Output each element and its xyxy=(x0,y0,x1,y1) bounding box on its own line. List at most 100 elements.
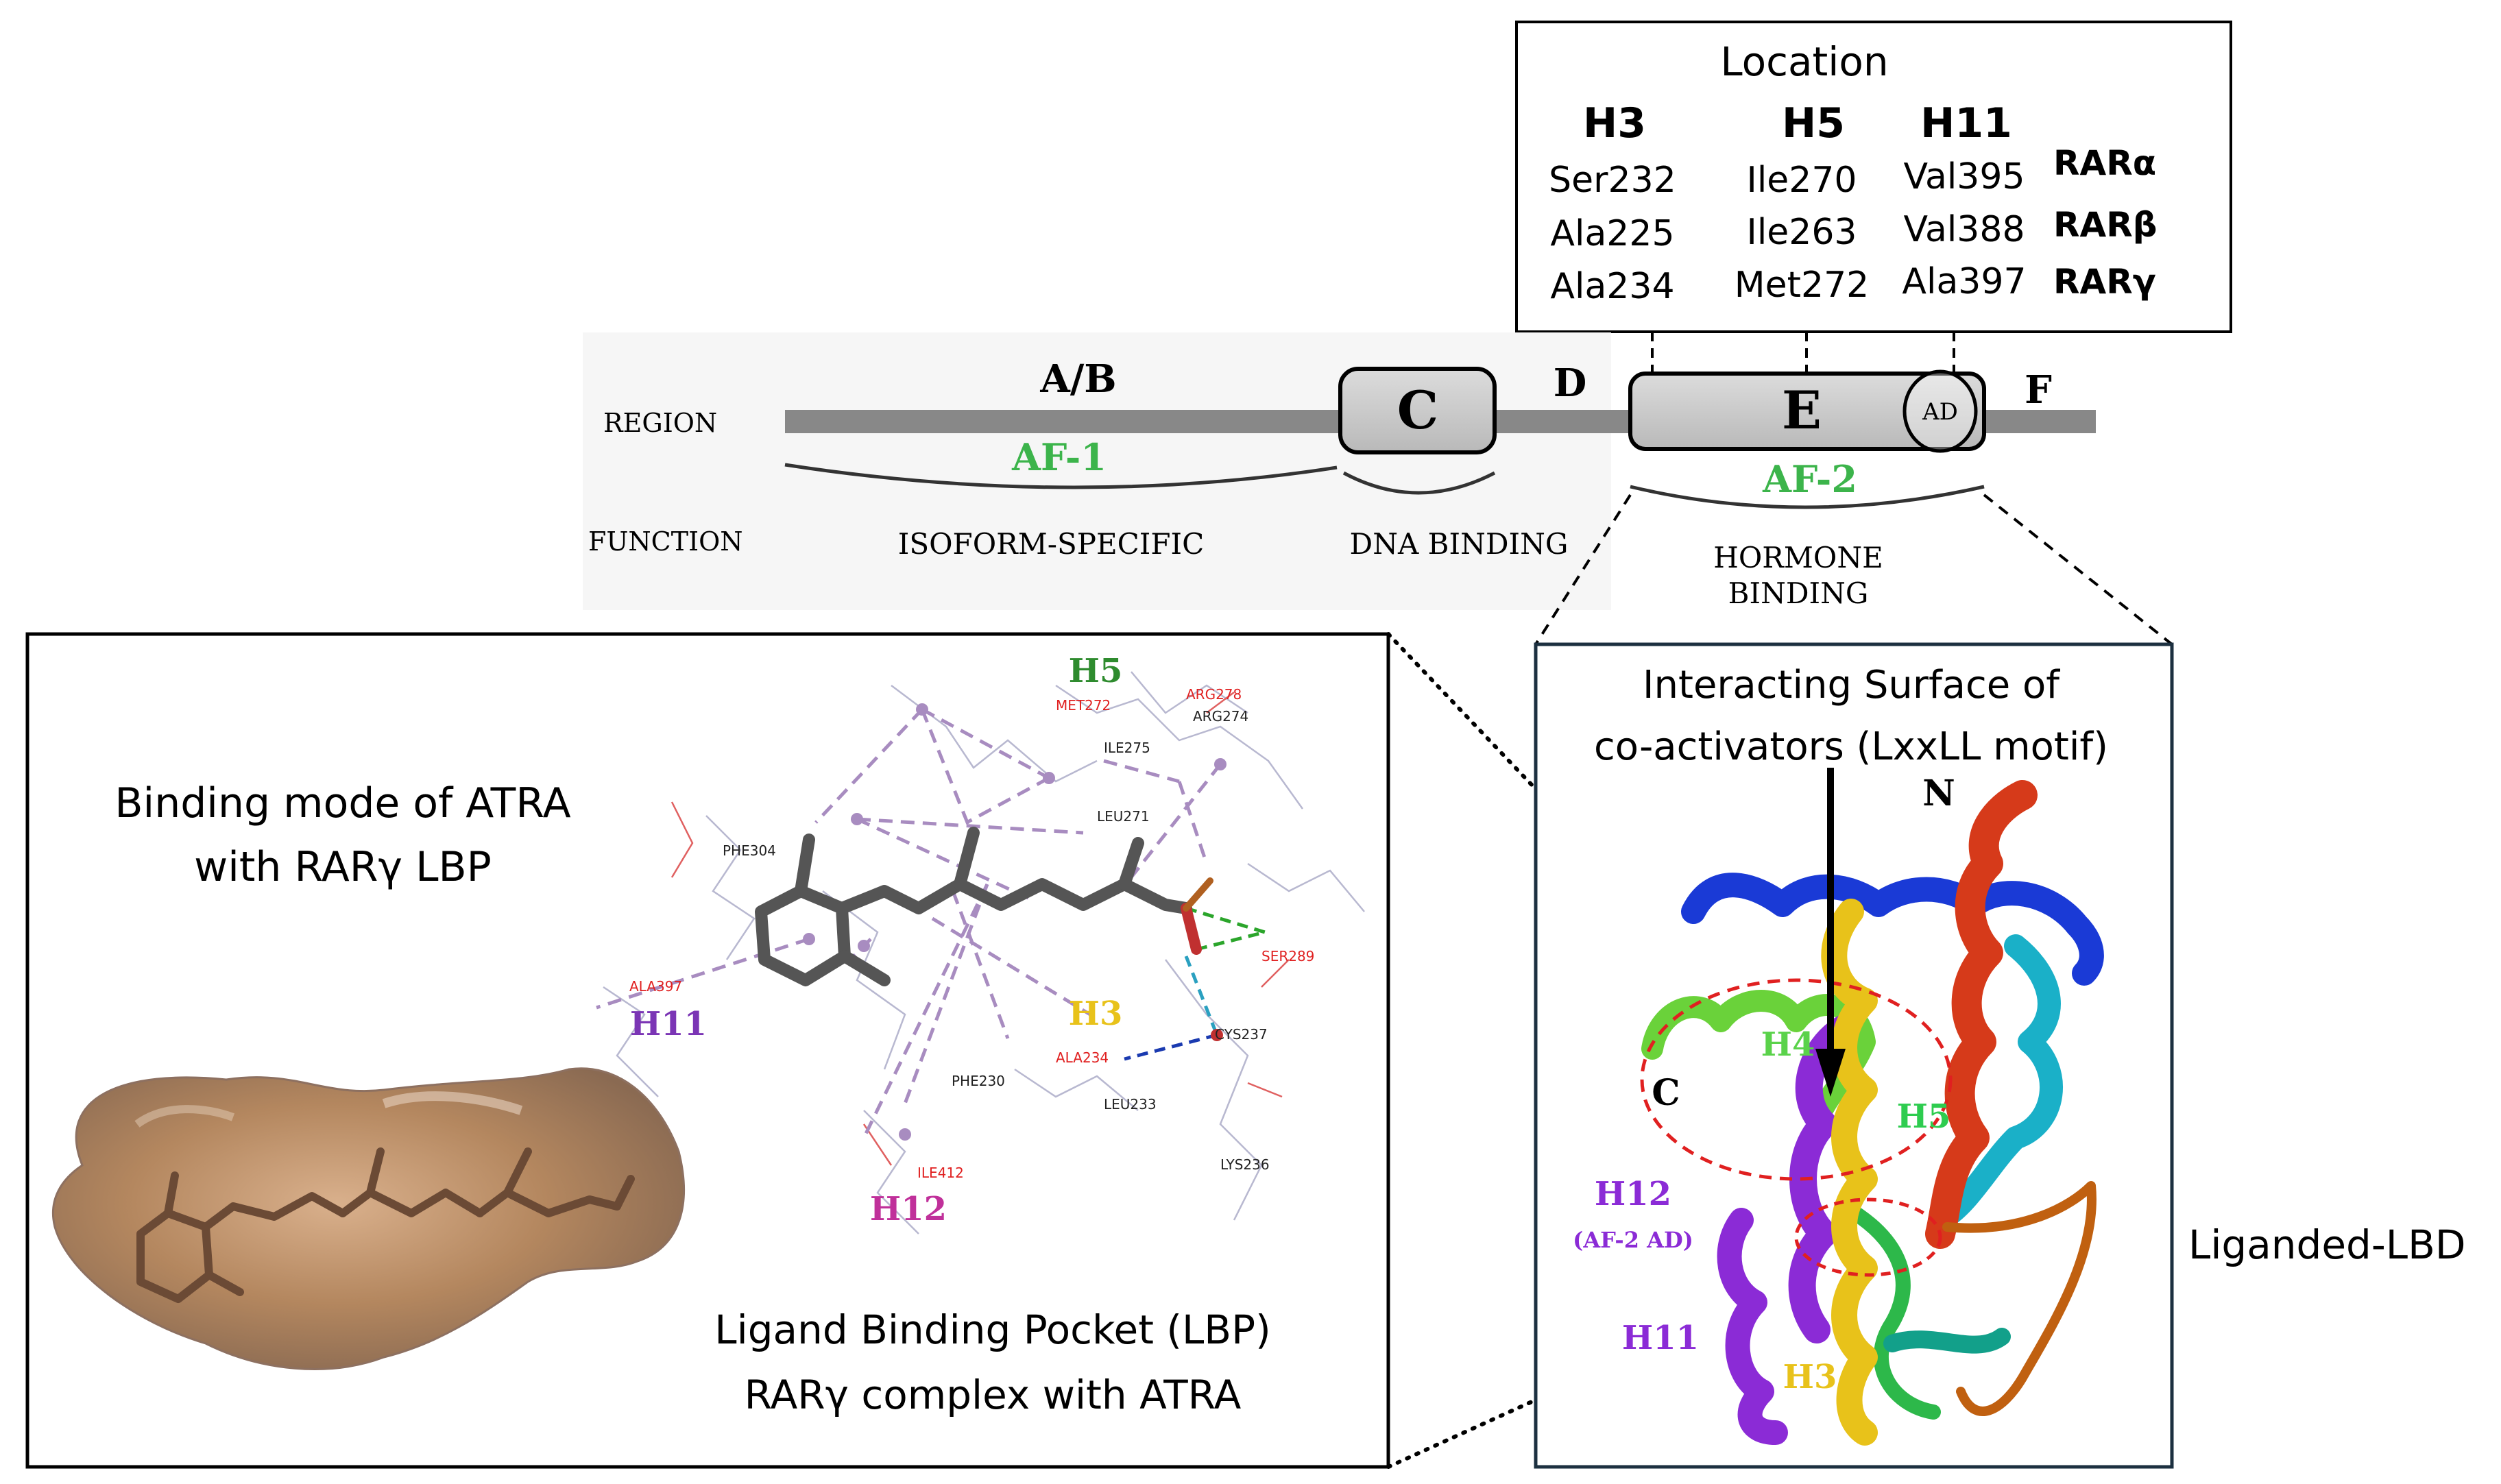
coactivator-arrow-head xyxy=(1815,1049,1846,1097)
contact-point xyxy=(851,813,863,825)
liganded-lbd-label: Liganded-LBD xyxy=(2188,1221,2466,1268)
res-ile275: ILE275 xyxy=(1104,740,1150,756)
res-phe304: PHE304 xyxy=(723,842,776,859)
location-table: Location H3 H5 H11 Ser232 Ile270 Val395 … xyxy=(1515,21,2232,374)
sulfur-atom xyxy=(1211,1029,1223,1041)
helix-n-red xyxy=(1925,780,2038,1249)
location-title: Location xyxy=(1720,38,1888,85)
c-brace xyxy=(1342,471,1496,495)
lbd-label-h12-sub: (AF-2 AD) xyxy=(1573,1227,1693,1253)
res-met272: MET272 xyxy=(1056,697,1111,714)
helix-cyan xyxy=(1929,934,2063,1232)
loop-green xyxy=(1837,1199,1941,1420)
af1-label: AF-1 xyxy=(1011,435,1107,479)
res-lys236: LYS236 xyxy=(1220,1156,1270,1173)
res-ala234: ALA234 xyxy=(1056,1049,1109,1066)
contact-point xyxy=(803,933,815,945)
lbp-label-h12: H12 xyxy=(870,1190,947,1228)
region-f: F xyxy=(2025,367,2052,413)
region-ad: AD xyxy=(1922,398,1958,426)
ligand-site xyxy=(1794,1197,1942,1277)
header-h11: H11 xyxy=(1920,99,2012,147)
cell-h5-gamma: Met272 xyxy=(1735,265,1870,306)
contact-point xyxy=(1214,758,1227,770)
molecular-surface xyxy=(51,1067,685,1370)
contact-point xyxy=(899,1128,911,1141)
res-ser289: SER289 xyxy=(1261,948,1314,964)
af2-label: AF-2 xyxy=(1762,457,1857,501)
lbp-panel: Binding mode of ATRA with RARγ LBP xyxy=(25,632,1390,1469)
surface-ligand xyxy=(136,1147,635,1303)
receptor-gamma: RARγ xyxy=(2053,262,2156,302)
lbd-label-h11: H11 xyxy=(1622,1319,1699,1357)
lbp-label-h3: H3 xyxy=(1069,995,1123,1033)
lbd-label-h12: H12 xyxy=(1595,1175,1671,1213)
cell-h3-alpha: Ser232 xyxy=(1549,160,1676,201)
binding-title-1: Binding mode of ATRA xyxy=(114,779,570,827)
interaction-lines-purple xyxy=(596,707,1222,1139)
af1-brace xyxy=(784,463,1338,489)
loop-teal xyxy=(1883,1328,2011,1354)
function-dna: DNA BINDING xyxy=(1350,527,1569,561)
domain-e-box xyxy=(1628,372,1986,451)
domain-c-box xyxy=(1338,367,1497,454)
function-isoform: ISOFORM-SPECIFIC xyxy=(898,527,1204,561)
cell-h11-beta: Val388 xyxy=(1903,209,2025,250)
contact-point xyxy=(858,940,870,952)
ad-circle xyxy=(1902,369,1978,453)
lbd-c-label: C xyxy=(1652,1072,1680,1114)
coactivator-site xyxy=(1640,978,1953,1181)
helix-h3-yellow xyxy=(1821,899,1878,1446)
helix-h12-purple xyxy=(1788,1014,1858,1343)
cell-h11-gamma: Ala397 xyxy=(1902,261,2026,302)
res-ile412: ILE412 xyxy=(917,1165,964,1181)
contact-point xyxy=(1043,772,1055,784)
region-ab: A/B xyxy=(1039,356,1116,402)
protein-ribbon xyxy=(1641,780,2104,1446)
helix-h11-purple xyxy=(1717,1208,1788,1445)
interaction-lines-blue xyxy=(1124,956,1219,1061)
region-d: D xyxy=(1554,361,1587,406)
carboxyl-o2 xyxy=(1183,877,1213,912)
lbd-label-h5: H5 xyxy=(1897,1097,1951,1136)
cell-h3-gamma: Ala234 xyxy=(1550,266,1674,307)
cell-h5-alpha: Ile270 xyxy=(1746,160,1857,201)
binding-title-2: with RARγ LBP xyxy=(194,843,492,891)
region-label: REGION xyxy=(603,408,717,438)
region-e: E xyxy=(1782,380,1822,441)
lbp-label-h11: H11 xyxy=(630,1005,707,1043)
lbd-panel: Interacting Surface of co-activators (Lx… xyxy=(1534,642,2174,1469)
function-label: FUNCTION xyxy=(588,526,742,557)
function-hormone-1: HORMONE xyxy=(1713,541,1883,574)
location-box xyxy=(1515,21,2232,333)
res-ala397: ALA397 xyxy=(629,978,682,995)
domain-map: REGION A/B C D E AD F AF-1 AF-2 FUNCTION… xyxy=(583,332,2173,646)
res-cys237: CYS237 xyxy=(1215,1026,1268,1043)
lbd-title-1: Interacting Surface of xyxy=(1643,663,2060,707)
atra-ligand xyxy=(755,827,1192,986)
lbp-caption-2: RARγ complex with ATRA xyxy=(745,1372,1242,1418)
receptor-beta: RARβ xyxy=(2053,205,2158,245)
lbd-title-2: co-activators (LxxLL motif) xyxy=(1594,725,2108,769)
carboxyl-red xyxy=(1181,903,1202,955)
header-h5: H5 xyxy=(1782,99,1845,147)
contact-point xyxy=(916,703,928,716)
res-arg274: ARG274 xyxy=(1193,708,1248,725)
lbd-label-h4: H4 xyxy=(1761,1025,1815,1064)
interaction-lines-green xyxy=(1185,906,1266,951)
region-c: C xyxy=(1397,380,1439,441)
cell-h3-beta: Ala225 xyxy=(1550,213,1674,254)
receptor-alpha: RARα xyxy=(2053,143,2156,183)
res-phe230: PHE230 xyxy=(952,1073,1005,1089)
res-arg278: ARG278 xyxy=(1186,686,1242,703)
function-hormone-2: BINDING xyxy=(1728,576,1869,610)
cell-h5-beta: Ile263 xyxy=(1746,212,1857,253)
zoom-line-right xyxy=(1983,494,2173,646)
res-leu271: LEU271 xyxy=(1097,808,1150,825)
cell-h11-alpha: Val395 xyxy=(1903,156,2025,197)
res-leu233: LEU233 xyxy=(1104,1096,1157,1112)
lbd-n-label: N xyxy=(1922,773,1955,814)
af2-brace xyxy=(1630,485,1985,509)
header-h3: H3 xyxy=(1583,99,1646,147)
helix-top-blue xyxy=(1681,873,2104,986)
